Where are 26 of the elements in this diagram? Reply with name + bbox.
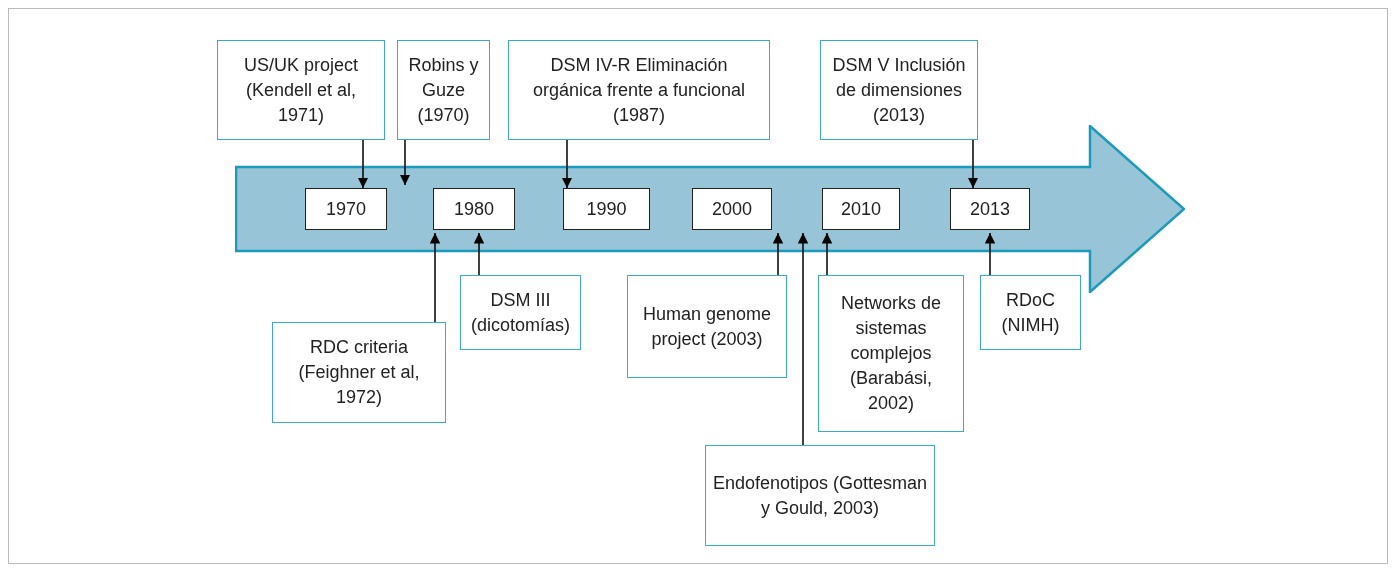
arrow bbox=[967, 139, 979, 189]
arrow bbox=[561, 139, 573, 189]
event-box: US/UK project (Kendell et al, 1971) bbox=[217, 40, 385, 140]
year-label: 2013 bbox=[950, 188, 1030, 230]
event-box: DSM V Inclusión de dimensiones (2013) bbox=[820, 40, 978, 140]
arrow bbox=[797, 232, 809, 446]
event-box: Human genome project (2003) bbox=[627, 275, 787, 378]
arrow bbox=[429, 232, 441, 323]
event-box: Endofenotipos (Gottesman y Gould, 2003) bbox=[705, 445, 935, 546]
arrow bbox=[357, 139, 369, 189]
year-label: 2000 bbox=[692, 188, 772, 230]
event-box: RDoC (NIMH) bbox=[980, 275, 1081, 350]
event-box: DSM IV-R Eliminación orgánica frente a funcional (1987) bbox=[508, 40, 770, 140]
year-label: 1990 bbox=[563, 188, 650, 230]
year-label: 1970 bbox=[305, 188, 387, 230]
year-label: 2010 bbox=[822, 188, 900, 230]
event-box: RDC criteria (Feighner et al, 1972) bbox=[272, 322, 446, 423]
arrow bbox=[821, 232, 833, 276]
arrow bbox=[399, 139, 411, 186]
arrow bbox=[984, 232, 996, 276]
arrow bbox=[473, 232, 485, 276]
event-box: Robins y Guze (1970) bbox=[397, 40, 490, 140]
arrow bbox=[772, 232, 784, 276]
event-box: DSM III (dicotomías) bbox=[460, 275, 581, 350]
event-box: Networks de sistemas complejos (Barabási, 2002) bbox=[818, 275, 964, 432]
year-label: 1980 bbox=[433, 188, 515, 230]
